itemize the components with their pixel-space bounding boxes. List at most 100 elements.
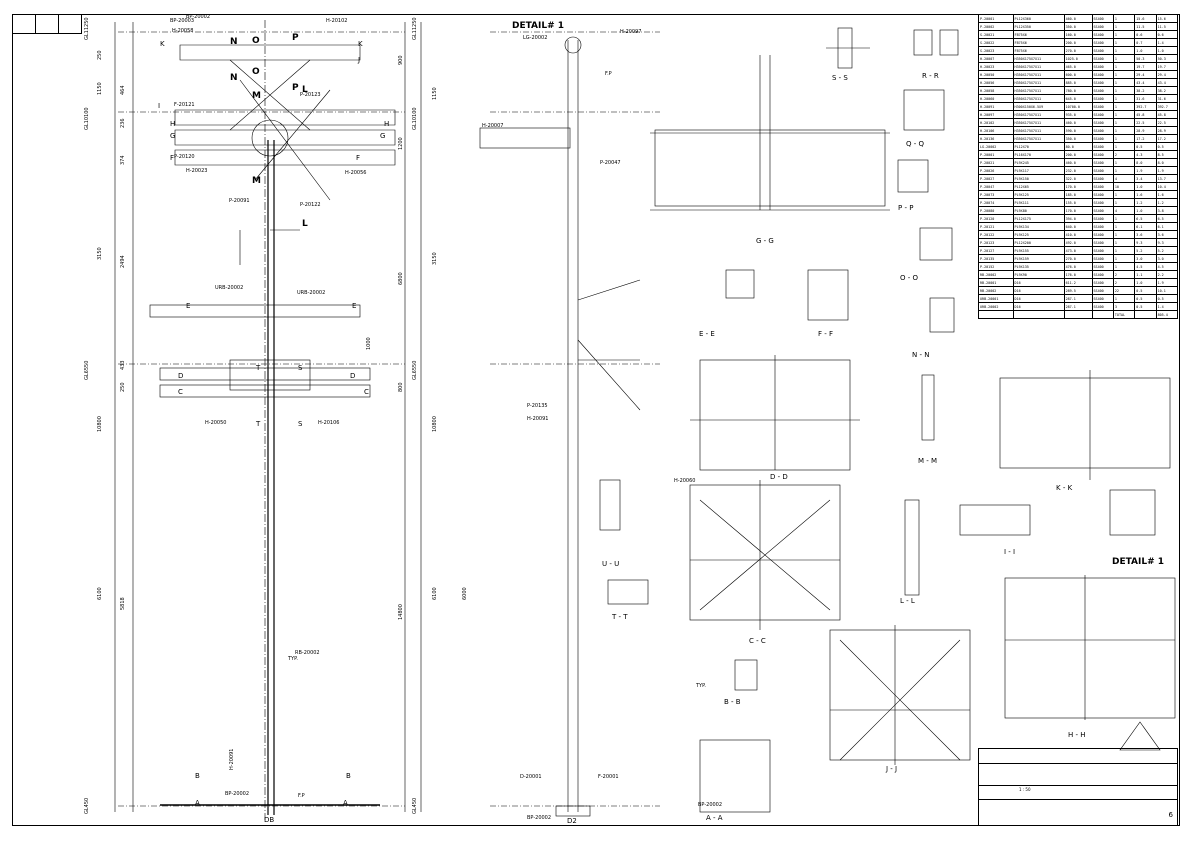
scale-value: 1 : 50 — [1019, 787, 1031, 792]
part-callout: P-20047 — [600, 160, 621, 166]
bom-cell: FB75X6 — [1012, 30, 1065, 39]
bom-cell: RB-20001 — [978, 278, 1014, 287]
bom-cell: 5.2 — [1134, 246, 1157, 255]
section-view-title: H - H — [1068, 731, 1086, 739]
section-marker: F — [356, 154, 360, 162]
section-marker: I — [158, 102, 160, 110]
bom-cell: 1 — [1112, 22, 1136, 31]
section-marker: O — [252, 36, 260, 46]
bom-cell: 9.3 — [1155, 238, 1179, 247]
bom-cell: SS400 — [1091, 262, 1114, 271]
bom-cell: 200.0 — [1063, 150, 1093, 159]
bom-cell: P-20001 — [978, 150, 1014, 159]
bom-cell: 476.0 — [1063, 262, 1093, 271]
bom-cell: SS400 — [1091, 150, 1114, 159]
section-view-title: S - S — [832, 74, 848, 82]
section-marker: D — [178, 372, 183, 380]
part-callout: URB-20002 — [215, 285, 243, 291]
dimension-label: 10800 — [97, 416, 103, 432]
bom-cell: 38.2 — [1155, 86, 1179, 95]
section-marker: B — [195, 772, 200, 780]
bom-cell: 22.5 — [1134, 118, 1157, 127]
typ-note: TYP. — [287, 656, 298, 662]
bom-cell: PL12X200 — [1012, 238, 1065, 247]
part-callout: BP-20002 — [186, 14, 210, 20]
section-view-title: K - K — [1056, 484, 1073, 492]
bom-cell: PL12X350 — [1012, 22, 1065, 31]
bom-cell: H350X175X7X11 — [1012, 62, 1065, 71]
part-callout: P-20091 — [229, 198, 250, 204]
dimension-label: 433 — [120, 360, 126, 370]
bom-cell: 17.2 — [1155, 134, 1179, 143]
bom-cell: PL9X90 — [1012, 270, 1065, 279]
bom-cell: 460.0 — [1063, 118, 1093, 127]
part-callout: H-20007 — [482, 123, 503, 129]
bom-cell: 5.2 — [1155, 246, 1179, 255]
bom-cell: 11.5 — [1155, 22, 1179, 31]
bom-cell: S-20023 — [978, 46, 1014, 55]
bom-cell: 155.0 — [1063, 198, 1093, 207]
bom-cell: 0.7 — [1134, 38, 1157, 47]
section-marker: M — [252, 91, 261, 101]
bom-cell: SS400 — [1091, 102, 1114, 111]
section-view-title: A - A — [706, 814, 723, 822]
bom-cell: 392.7 — [1134, 102, 1157, 111]
bom-cell: 1 — [1112, 254, 1136, 263]
dimension-label: 3150 — [432, 252, 438, 265]
bom-cell: 3 — [1112, 302, 1136, 311]
bom-cell: RB-20002 — [978, 270, 1014, 279]
bom-cell: SS400 — [1091, 238, 1114, 247]
bom-cell: 3.4 — [1134, 174, 1157, 183]
bom-cell: 1 — [1112, 214, 1136, 223]
bom-cell: SS400 — [1091, 286, 1114, 295]
part-callout: H-20056 — [345, 170, 366, 176]
bom-cell: H-20091 — [978, 102, 1014, 111]
section-view-title: N - N — [912, 351, 929, 359]
bom-cell: SS400 — [1091, 278, 1114, 287]
part-callout: H-20091 — [229, 749, 235, 770]
bom-cell: P-20074 — [978, 198, 1014, 207]
bom-cell: 1 — [1112, 198, 1136, 207]
bom-cell: S-20022 — [978, 38, 1014, 47]
bom-cell: H350X175X7X11 — [1012, 86, 1065, 95]
bom-cell: 31.6 — [1155, 94, 1179, 103]
bom-cell: 0.5 — [1155, 142, 1179, 151]
part-callout: H-20106 — [318, 420, 339, 426]
bom-cell: P-20002 — [978, 22, 1014, 31]
bom-cell: 645.0 — [1063, 94, 1093, 103]
title-row — [979, 785, 1177, 786]
bom-cell: P-20127 — [978, 246, 1014, 255]
bom-cell: PL9X134 — [1012, 222, 1065, 231]
bom-cell: 1 — [1112, 54, 1136, 63]
drawing-frame — [12, 14, 1180, 826]
bom-cell: 1.0 — [1155, 46, 1179, 55]
bom-cell: SS400 — [1091, 38, 1114, 47]
section-marker: N — [230, 73, 238, 83]
bom-cell: 289.5 — [1063, 286, 1093, 295]
sheet-number: 6 — [1168, 811, 1173, 819]
bom-cell: 1.9 — [1134, 166, 1157, 175]
bom-cell: 15.6 — [1134, 14, 1157, 23]
bom-cell: 50.3 — [1155, 54, 1179, 63]
bom-cell: 4.5 — [1134, 262, 1157, 271]
bom-cell: H350X175X7X11 — [1012, 126, 1065, 135]
dimension-label: 250 — [97, 50, 103, 60]
part-callout: F-20001 — [598, 774, 619, 780]
bom-cell: 1 — [1112, 46, 1136, 55]
bom-cell: 13.7 — [1155, 174, 1179, 183]
dimension-label: 900 — [398, 55, 404, 65]
bom-cell: SS400 — [1091, 214, 1114, 223]
bom-cell: 322.0 — [1063, 174, 1093, 183]
bom-cell: 2 — [1112, 270, 1136, 279]
bom-cell: 805.4 — [1155, 310, 1179, 319]
bom-cell: 460.0 — [1063, 14, 1093, 23]
dimension-label: 14800 — [398, 604, 404, 620]
bom-cell: SS400 — [1091, 118, 1114, 127]
bom-cell: P-20026 — [978, 166, 1014, 175]
bom-cell: 392.7 — [1155, 102, 1179, 111]
section-view-title: B - B — [724, 698, 741, 706]
